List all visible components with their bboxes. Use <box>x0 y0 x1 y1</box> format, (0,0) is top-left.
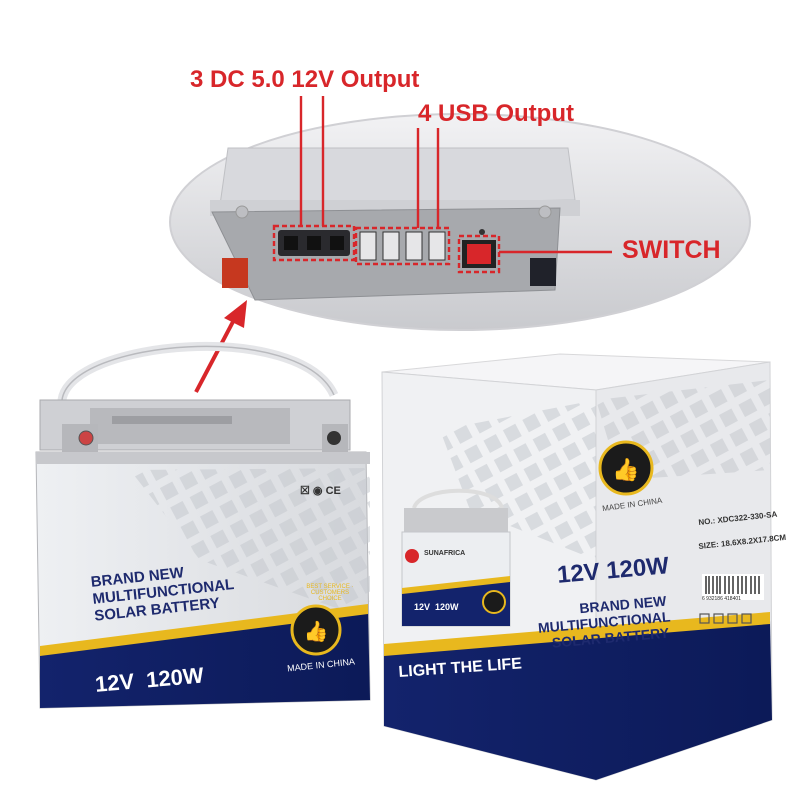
mini-spec: 12V 120W <box>414 602 459 612</box>
callout-markings <box>272 96 612 274</box>
mini-brand: SUNAFRICA <box>424 550 466 557</box>
switch-callout: SWITCH <box>622 236 721 264</box>
usb-ports <box>359 231 446 261</box>
barcode <box>702 574 764 600</box>
box-badge <box>598 440 654 496</box>
svg-text:👍: 👍 <box>304 619 329 643</box>
svg-text:👍: 👍 <box>612 457 639 482</box>
mini-battery <box>401 488 511 627</box>
pointer-arrow <box>194 315 238 393</box>
barcode-digits: 6 932186 418401 <box>702 596 741 602</box>
usb-output-callout: 4 USB Output <box>418 100 574 127</box>
dc-ports <box>278 230 350 256</box>
battery-badge <box>290 604 342 656</box>
battery-badge-text: BEST SERVICE · CUSTOMERS CHOICE <box>306 584 354 602</box>
cert-marks: ☒ ◉ CE <box>300 485 341 497</box>
module-top <box>219 147 576 206</box>
dc-output-callout: 3 DC 5.0 12V Output <box>190 66 420 93</box>
